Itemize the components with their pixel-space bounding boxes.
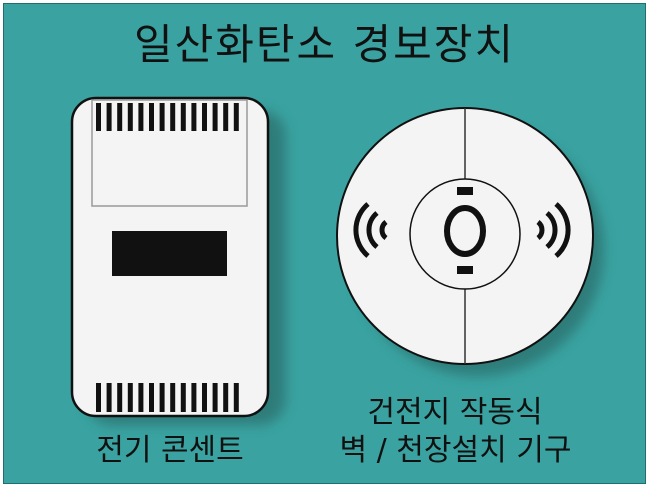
bottom-vent-slot: [96, 383, 101, 412]
top-vent-slot: [212, 103, 218, 131]
bottom-vent-slot: [117, 383, 123, 412]
battery-detector-caption-line2: 벽 / 천장설치 기구: [339, 433, 572, 468]
top-vent-slot: [149, 103, 154, 131]
top-vent-slot: [191, 103, 197, 131]
bottom-vent-slot: [180, 383, 186, 412]
top-vent-slot: [117, 103, 123, 131]
plugin-detector-display: [112, 231, 227, 276]
battery-detector-bottom-tab: [457, 266, 473, 274]
top-vent-slot: [170, 103, 176, 131]
bottom-vent-slot: [233, 383, 239, 412]
top-vent-slot: [233, 103, 239, 131]
bottom-vent-slot: [191, 383, 197, 412]
top-vent-slot: [159, 103, 165, 131]
battery-detector-top-tab: [457, 187, 473, 195]
top-vent-slot: [106, 103, 112, 131]
plugin-detector-prong-plate: [91, 99, 248, 207]
sound-waves-right-icon: [536, 202, 571, 258]
bottom-vent-slot: [212, 383, 218, 412]
plugin-detector: [70, 96, 286, 425]
battery-detector: [336, 107, 604, 376]
top-vent-slots: [96, 103, 239, 131]
bottom-vent-slot: [138, 383, 144, 412]
top-vent-slot: [223, 103, 229, 131]
battery-detector-center-ring: [409, 178, 521, 290]
top-vent-slot: [127, 103, 133, 131]
diagram-title: 일산화탄소 경보장치: [133, 20, 516, 69]
bottom-vent-slot: [223, 383, 229, 412]
bottom-vent-slots: [96, 383, 239, 412]
bottom-vent-slot: [170, 383, 176, 412]
battery-detector-caption-line1: 건전지 작동식: [367, 395, 543, 430]
bottom-vent-slot: [149, 383, 154, 412]
bottom-vent-slot: [106, 383, 112, 412]
top-vent-slot: [202, 103, 207, 131]
battery-detector-test-button: [444, 205, 486, 257]
top-vent-slot: [96, 103, 101, 131]
top-vent-slot: [180, 103, 186, 131]
plugin-detector-caption: 전기 콘센트: [96, 433, 244, 468]
bottom-vent-slot: [127, 383, 133, 412]
sound-waves-left-icon: [353, 202, 388, 258]
bottom-vent-slot: [202, 383, 207, 412]
top-vent-slot: [138, 103, 144, 131]
bottom-vent-slot: [159, 383, 165, 412]
